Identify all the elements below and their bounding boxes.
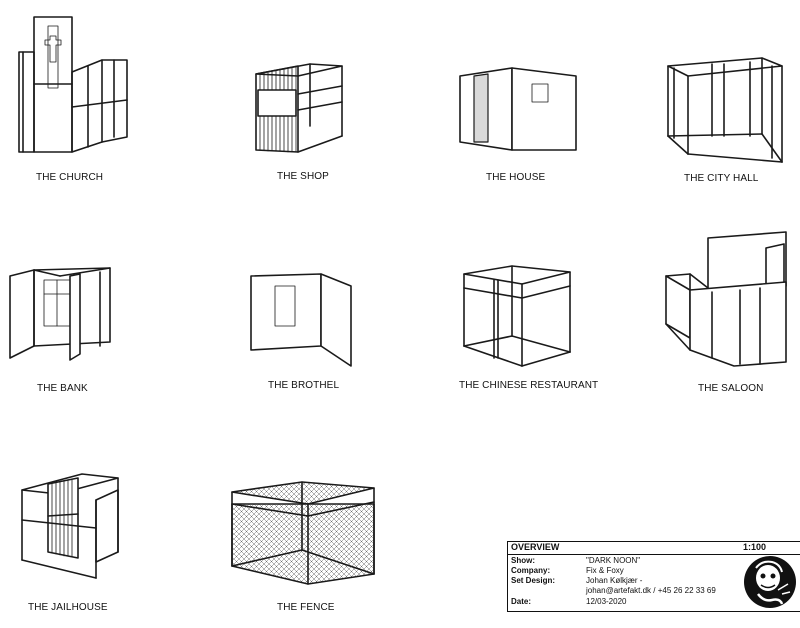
drawing-saloon	[660, 230, 795, 375]
set-label: THE JAILHOUSE	[28, 602, 108, 613]
set-label: THE HOUSE	[486, 172, 546, 183]
drawing-church	[14, 12, 134, 162]
date-value: 12/03-2020	[586, 597, 627, 606]
drawing-brothel	[245, 270, 360, 370]
scale-label: 1:100	[742, 542, 766, 552]
drawing-jailhouse	[16, 470, 126, 585]
drawing-fence	[224, 474, 384, 589]
contact-value: johan@artefakt.dk / +45 26 22 33 69	[586, 586, 716, 595]
drawing-house	[454, 62, 584, 157]
show-value: "DARK NOON"	[586, 556, 641, 565]
set-label: THE CHINESE RESTAURANT	[459, 380, 599, 391]
set-label: THE CITY HALL	[684, 173, 759, 184]
title-block-header: OVERVIEW 1:100	[508, 542, 800, 555]
company-key: Company:	[511, 566, 551, 575]
title-block-heading: OVERVIEW	[511, 542, 560, 552]
artist-caricature-logo	[742, 554, 798, 610]
drawing-chinese-restaurant	[458, 262, 578, 372]
set-label: THE BROTHEL	[268, 380, 340, 391]
set-label: THE CHURCH	[36, 172, 104, 183]
set-label: THE SHOP	[277, 171, 329, 182]
date-key: Date:	[511, 597, 532, 606]
company-value: Fix & Foxy	[586, 566, 624, 575]
set-design-key: Set Design:	[511, 576, 556, 585]
drawing-bank	[4, 262, 119, 367]
set-label: THE SALOON	[698, 383, 764, 394]
drawing-shop	[250, 60, 350, 160]
set-label: THE FENCE	[277, 602, 335, 613]
set-label: THE BANK	[37, 383, 88, 394]
show-key: Show:	[511, 556, 535, 565]
set-design-value: Johan Kølkjær -	[586, 576, 643, 585]
drawing-city-hall	[662, 54, 792, 169]
title-block: OVERVIEW 1:100 Show: "DARK NOON" Company…	[507, 541, 800, 612]
